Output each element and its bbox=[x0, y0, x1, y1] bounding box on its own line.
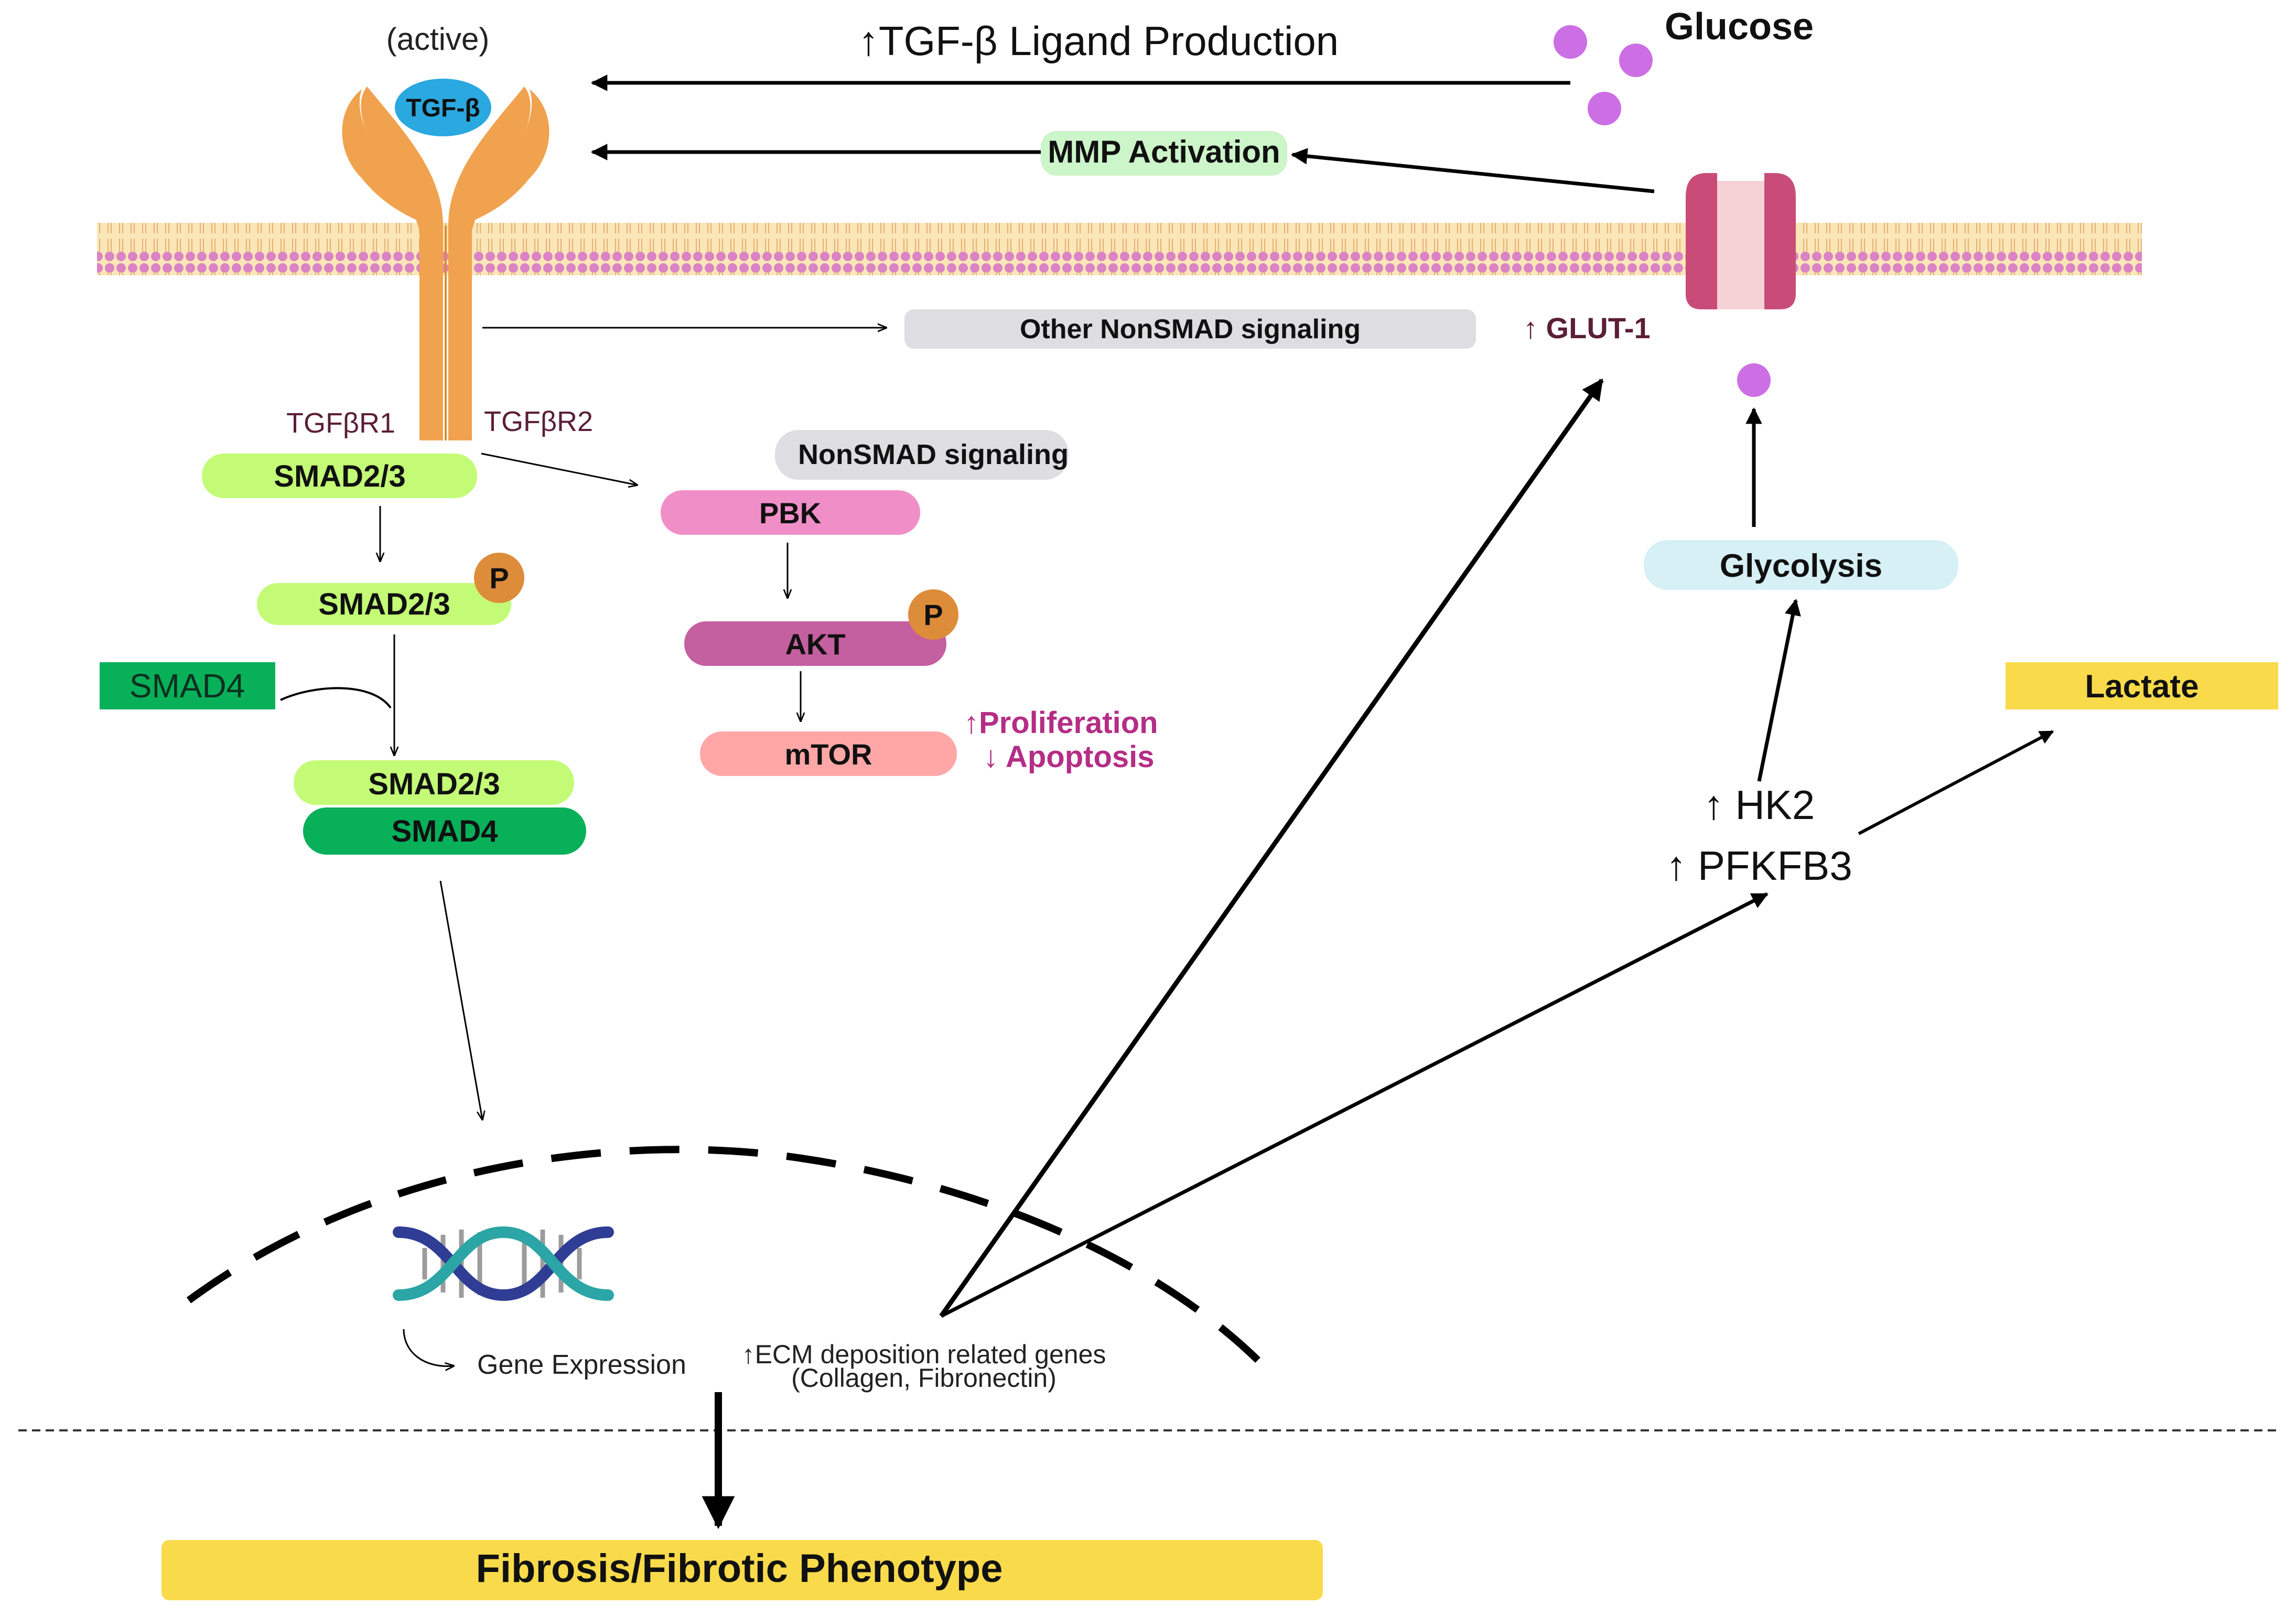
lactate-label: Lactate bbox=[2085, 669, 2198, 705]
tgf-beta-ligand bbox=[395, 79, 491, 136]
other-nonsmad-label: Other NonSMAD signaling bbox=[1020, 314, 1361, 344]
glycolysis-box bbox=[1644, 540, 1958, 590]
tgf-production-label: ↑TGF-β Ligand Production bbox=[858, 18, 1339, 64]
ecm-genes-examples-label: (Collagen, Fibronectin) bbox=[791, 1363, 1057, 1393]
gene-expression-label: Gene Expression bbox=[477, 1350, 686, 1380]
mmp-activation-box bbox=[1041, 131, 1287, 176]
mmp-activation-arrow bbox=[590, 144, 1655, 193]
akt-label: AKT bbox=[785, 628, 845, 661]
smad23-box bbox=[202, 454, 477, 498]
fibrosis-label: Fibrosis/Fibrotic Phenotype bbox=[476, 1546, 1003, 1591]
glut1-transporter bbox=[1686, 173, 1796, 309]
dna-helix-icon bbox=[393, 1226, 614, 1301]
mmp-activation-label: MMP Activation bbox=[1048, 134, 1280, 169]
glucose-molecule bbox=[1588, 92, 1621, 125]
lactate-box bbox=[2006, 662, 2278, 709]
mtor-label: mTOR bbox=[785, 738, 872, 771]
ecm-genes-label: ↑ECM deposition related genes bbox=[742, 1340, 1106, 1369]
complex-smad4-label: SMAD4 bbox=[391, 814, 498, 848]
other-nonsmad-box bbox=[904, 309, 1476, 349]
tgf-beta-ligand-label: TGF-β bbox=[406, 94, 480, 122]
nonsmad-header-box bbox=[775, 430, 1069, 480]
gene-expression-arrow bbox=[403, 1329, 454, 1366]
ecm-to-glut1-arrow bbox=[939, 378, 1604, 1318]
complex-smad23-label: SMAD2/3 bbox=[368, 767, 500, 801]
receptor-to-pbk-arrow bbox=[481, 453, 637, 485]
tgf-beta-receptor bbox=[342, 87, 549, 440]
cell-membrane bbox=[97, 223, 2142, 275]
tgfbr2-label: TGFβR2 bbox=[484, 406, 593, 437]
nuclear-envelope bbox=[186, 1146, 1261, 1364]
nonsmad-header-label: NonSMAD signaling bbox=[798, 439, 1069, 470]
pfkfb3-label: ↑ PFKFB3 bbox=[1666, 843, 1852, 889]
smad23-label: SMAD2/3 bbox=[274, 459, 405, 493]
pfkfb3-to-lactate-arrow bbox=[1858, 730, 2054, 835]
tgfbr1-label: TGFβR1 bbox=[286, 407, 395, 439]
ecm-to-hk2-arrow bbox=[940, 892, 1769, 1318]
glucose-molecule bbox=[1554, 25, 1587, 59]
hk2-label: ↑ HK2 bbox=[1704, 782, 1815, 828]
glucose-label: Glucose bbox=[1665, 6, 1814, 48]
glut1-label: ↑ GLUT-1 bbox=[1523, 311, 1651, 344]
smad4-join-arrow bbox=[280, 687, 392, 709]
complex-smad4-box bbox=[303, 807, 586, 855]
phosphate-label: P bbox=[923, 598, 943, 631]
smad4-box bbox=[100, 662, 275, 709]
pbk-label: PBK bbox=[759, 497, 821, 530]
glucose-molecule bbox=[1619, 44, 1653, 77]
phosphate-badge bbox=[474, 553, 524, 603]
hk2-to-glycolysis-arrow bbox=[1757, 598, 1801, 782]
apoptosis-label: ↓ Apoptosis bbox=[983, 740, 1155, 774]
complex-to-nucleus-arrow bbox=[439, 880, 482, 1119]
akt-box bbox=[684, 621, 946, 666]
smad23-phospho-box bbox=[257, 583, 511, 625]
proliferation-label: ↑Proliferation bbox=[964, 706, 1158, 740]
active-label: (active) bbox=[386, 21, 490, 57]
phosphate-badge bbox=[908, 589, 958, 640]
glucose-molecule bbox=[1737, 363, 1771, 397]
phosphate-label: P bbox=[489, 562, 509, 595]
mtor-box bbox=[700, 731, 957, 776]
pbk-box bbox=[661, 490, 920, 535]
smad4-label: SMAD4 bbox=[130, 667, 245, 705]
smad23-phospho-label: SMAD2/3 bbox=[318, 587, 450, 621]
fibrosis-box bbox=[161, 1540, 1323, 1600]
glycolysis-label: Glycolysis bbox=[1720, 548, 1882, 584]
complex-smad23-box bbox=[294, 760, 574, 805]
